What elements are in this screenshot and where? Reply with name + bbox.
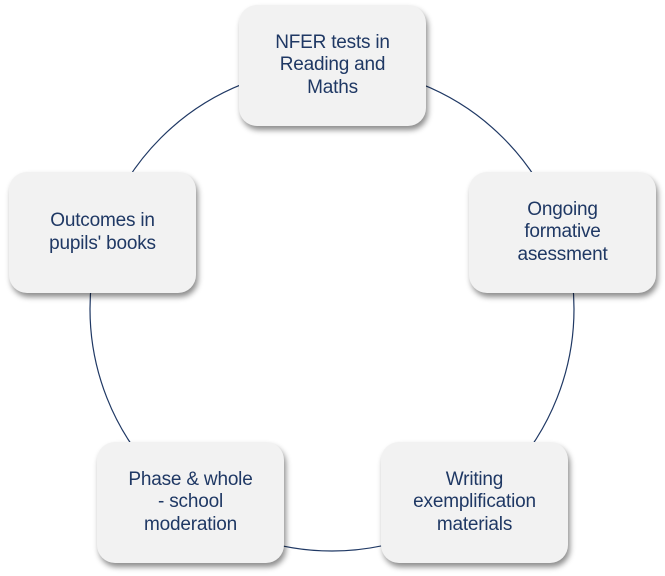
cycle-node-moderation: Phase & whole - school moderation [97,442,284,563]
node-label: Ongoing formative asessment [517,198,608,265]
node-label: Phase & whole - school moderation [128,468,253,535]
cycle-node-pupils-books: Outcomes in pupils' books [9,172,196,293]
cycle-node-nfer-tests: NFER tests in Reading and Maths [239,5,426,126]
node-label: Outcomes in pupils' books [49,210,156,254]
cycle-node-formative-assessment: Ongoing formative asessment [469,172,656,293]
node-label: NFER tests in Reading and Maths [275,31,390,98]
cycle-node-writing-exemplification: Writing exemplification materials [381,442,568,563]
node-label: Writing exemplification materials [413,468,536,535]
